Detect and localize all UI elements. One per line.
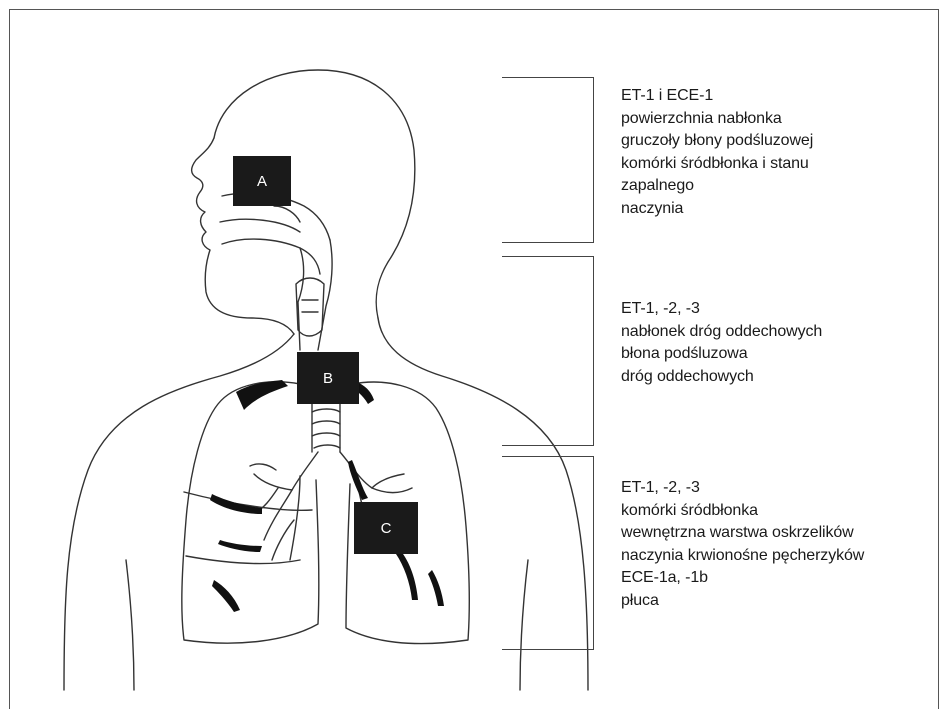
annotation-line: naczynia [621,198,813,221]
label-a-text: A [257,173,267,190]
bracket-b [502,256,594,446]
annotation-line: ET-1, -2, -3 [621,298,822,321]
annotation-line: wewnętrzna warstwa oskrzelików [621,522,864,545]
label-box-a: A [233,156,291,206]
dark-tissue-patches [210,380,444,612]
annotation-line: powierzchnia nabłonka [621,108,813,131]
annotation-line: nabłonek dróg oddechowych [621,321,822,344]
annotation-group-c: ET-1, -2, -3 komórki śródbłonka wewnętrz… [621,477,864,612]
annotation-line: komórki śródbłonka [621,500,864,523]
bracket-c [502,456,594,650]
trachea-rings [312,396,340,452]
label-b-text: B [323,370,333,387]
annotation-line: komórki śródbłonka i stanu [621,153,813,176]
annotation-group-b: ET-1, -2, -3 nabłonek dróg oddechowych b… [621,298,822,388]
larynx [296,278,324,336]
bracket-a [502,77,594,243]
annotation-line: naczynia krwionośne pęcherzyków [621,545,864,568]
annotation-line: ET-1, -2, -3 [621,477,864,500]
annotation-line: ET-1 i ECE-1 [621,85,813,108]
pharynx [318,240,332,350]
annotation-line: błona podśluzowa [621,343,822,366]
annotation-line: gruczoły błony podśluzowej [621,130,813,153]
annotation-group-a: ET-1 i ECE-1 powierzchnia nabłonka grucz… [621,85,813,220]
annotation-line: płuca [621,590,864,613]
label-box-b: B [297,352,359,404]
annotation-line: dróg oddechowych [621,366,822,389]
label-box-c: C [354,502,418,554]
annotation-line: zapalnego [621,175,813,198]
label-c-text: C [381,520,392,537]
annotation-line: ECE-1a, -1b [621,567,864,590]
